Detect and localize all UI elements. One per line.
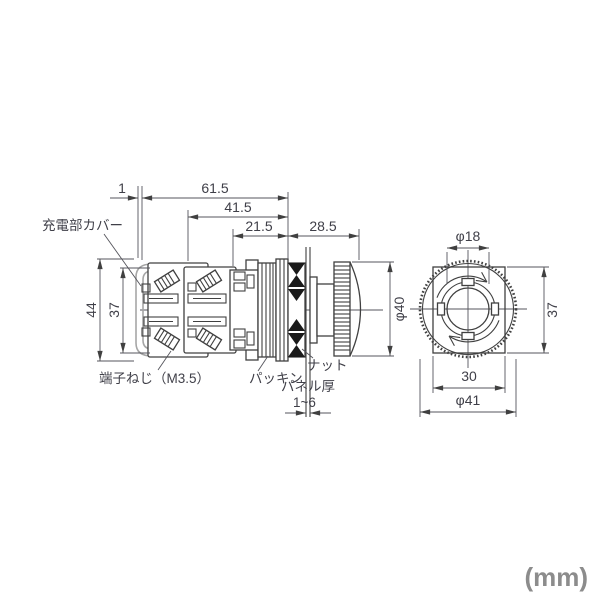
terminal-screw-bottom-left [153, 327, 181, 351]
live-part-cover [135, 263, 153, 357]
side-dimension-lines [97, 195, 393, 416]
label-panel-thickness-range: 1~6 [293, 395, 316, 410]
dim-front-head-diameter: φ41 [456, 392, 481, 408]
leader-lines [103, 233, 314, 372]
terminal-screw-top-left [153, 269, 181, 293]
dim-mid-length: 21.5 [245, 218, 272, 234]
label-live-part-cover: 充電部カバー [42, 218, 123, 233]
label-packing: パッキン [249, 371, 303, 386]
front-extension-lines [419, 252, 549, 417]
label-terminal-screw: 端子ねじ（M3.5） [99, 371, 210, 386]
label-panel-thickness: パネル厚 [281, 379, 335, 394]
contact-block [141, 259, 259, 361]
dim-button-diameter: φ18 [456, 228, 481, 244]
dim-rear-length: 41.5 [224, 199, 251, 215]
nut [287, 262, 306, 358]
dim-body-width: 30 [461, 368, 477, 384]
mounting-square [432, 266, 506, 354]
mushroom-head [309, 261, 362, 357]
packing [257, 262, 277, 358]
head-front-profile [349, 261, 362, 357]
front-dimension-lines [420, 245, 547, 415]
mounting-flange [275, 258, 289, 362]
side-view: 1 61.5 41.5 21.5 28.5 44 37 φ40 充電部カバー 端… [42, 180, 407, 417]
knurl-ribs [334, 265, 350, 351]
dim-front-body-height: 37 [544, 302, 560, 318]
unit-note: (mm) [524, 562, 588, 592]
rotation-arrows [436, 271, 500, 347]
dim-overall-height: 44 [83, 302, 99, 318]
dim-projection: 28.5 [309, 218, 336, 234]
label-nut: ナット [307, 358, 348, 373]
dim-offset: 1 [118, 180, 126, 196]
head-knurl-ring [418, 259, 518, 359]
terminal-screw-bottom-right [195, 327, 223, 351]
terminal-screw-top-right [195, 269, 223, 293]
front-view: φ18 37 30 φ41 [410, 228, 560, 417]
keying-notches [436, 277, 500, 341]
dim-head-diameter: φ40 [391, 296, 407, 321]
dim-body-height: 37 [106, 302, 122, 318]
button-circle [446, 287, 490, 331]
dim-total-length: 61.5 [201, 180, 228, 196]
head-outline [421, 262, 515, 356]
